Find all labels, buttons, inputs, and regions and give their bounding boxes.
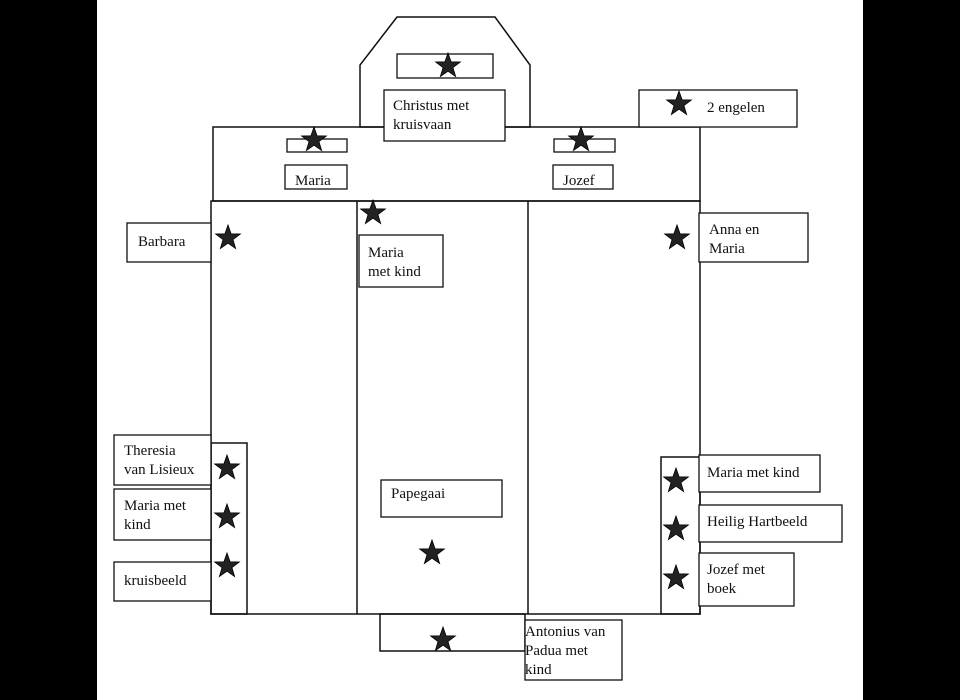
statue-markers bbox=[213, 51, 693, 652]
label-box-maria-top bbox=[284, 164, 348, 190]
floor-plan-canvas: Christus met kruisvaan 2 engelen Maria J… bbox=[97, 0, 863, 700]
label-anna-line1: Anna en bbox=[709, 222, 760, 238]
star-icon bbox=[665, 89, 693, 116]
star-icon bbox=[567, 125, 595, 152]
building-outline bbox=[210, 16, 701, 652]
star-icon bbox=[434, 51, 462, 78]
label-box-kruisbeeld bbox=[113, 561, 212, 602]
nave-outline bbox=[210, 200, 701, 615]
label-anna-line2: Maria bbox=[709, 241, 745, 257]
label-maria-kind-line1: Maria bbox=[368, 245, 404, 261]
star-icon bbox=[300, 125, 328, 152]
label-maria-top: Maria bbox=[295, 173, 331, 189]
church-floor-plan: Christus met kruisvaan 2 engelen Maria J… bbox=[113, 16, 843, 681]
label-christus-line2: kruisvaan bbox=[393, 117, 452, 133]
label-engelen: 2 engelen bbox=[707, 100, 765, 116]
label-box-theresia bbox=[113, 434, 212, 486]
label-barbara: Barbara bbox=[138, 234, 186, 250]
label-theresia-line2: van Lisieux bbox=[124, 462, 195, 478]
star-icon bbox=[418, 538, 446, 565]
star-icon bbox=[214, 223, 242, 250]
label-box-barbara bbox=[126, 222, 212, 263]
label-heilig-hartbeeld: Heilig Hartbeeld bbox=[707, 514, 808, 530]
star-icon bbox=[359, 198, 387, 225]
label-box-christus bbox=[383, 89, 506, 142]
label-box-heilig-hartbeeld bbox=[698, 504, 843, 543]
label-maria-kind-right: Maria met kind bbox=[707, 465, 800, 481]
label-jozef-boek-line1: Jozef met bbox=[707, 562, 766, 578]
label-jozef-top: Jozef bbox=[563, 173, 595, 189]
label-box-maria-kind-right bbox=[698, 454, 821, 493]
label-box-jozef-top bbox=[552, 164, 614, 190]
label-maria-kind-left-line1: Maria met bbox=[124, 498, 187, 514]
star-icon bbox=[662, 466, 690, 493]
label-box-maria-kind-left bbox=[113, 488, 212, 541]
label-box-antonius bbox=[524, 619, 623, 681]
label-theresia-line1: Theresia bbox=[124, 443, 176, 459]
label-christus-line1: Christus met bbox=[393, 98, 470, 114]
label-papegaai: Papegaai bbox=[391, 486, 445, 502]
label-antonius-line1: Antonius van bbox=[525, 624, 606, 640]
label-maria-kind-left-line2: kind bbox=[124, 517, 151, 533]
star-icon bbox=[213, 502, 241, 529]
label-box-anna bbox=[698, 212, 809, 263]
entrance-porch bbox=[379, 613, 526, 652]
label-box-engelen bbox=[638, 89, 798, 128]
star-icon bbox=[663, 223, 691, 250]
label-jozef-boek-line2: boek bbox=[707, 581, 737, 597]
star-icon bbox=[213, 453, 241, 480]
label-kruisbeeld: kruisbeeld bbox=[124, 573, 187, 589]
label-antonius-line3: kind bbox=[525, 662, 552, 678]
star-icon bbox=[662, 514, 690, 541]
label-box-maria-kind bbox=[358, 234, 444, 288]
label-box-jozef-boek bbox=[698, 552, 795, 607]
star-icon bbox=[213, 551, 241, 578]
star-icon bbox=[429, 625, 457, 652]
label-maria-kind-line2: met kind bbox=[368, 264, 421, 280]
star-icon bbox=[662, 563, 690, 590]
label-box-papegaai bbox=[380, 479, 503, 518]
label-antonius-line2: Padua met bbox=[525, 643, 589, 659]
